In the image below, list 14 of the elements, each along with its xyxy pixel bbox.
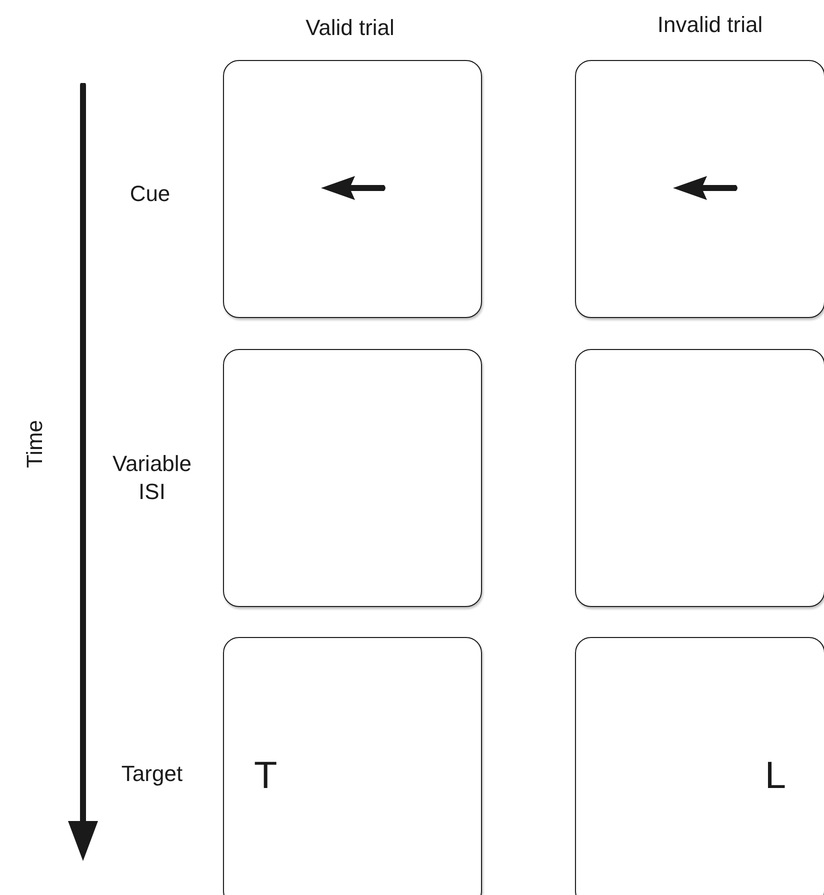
screen-box: [223, 60, 482, 318]
row-label: Variable ISI: [111, 450, 193, 506]
column-header: Valid trial: [304, 14, 396, 42]
screen-box: [223, 349, 482, 607]
axis-label: Time: [21, 418, 48, 470]
row-label: Target: [120, 760, 184, 788]
row-label: Cue: [128, 180, 172, 208]
screen-box: [223, 637, 482, 895]
screen-box: [575, 60, 824, 318]
target-letter: L: [764, 756, 786, 796]
target-letter: T: [254, 756, 278, 796]
screen-box: [575, 637, 824, 895]
screen-box: [575, 349, 824, 607]
column-header: Invalid trial: [656, 11, 764, 39]
